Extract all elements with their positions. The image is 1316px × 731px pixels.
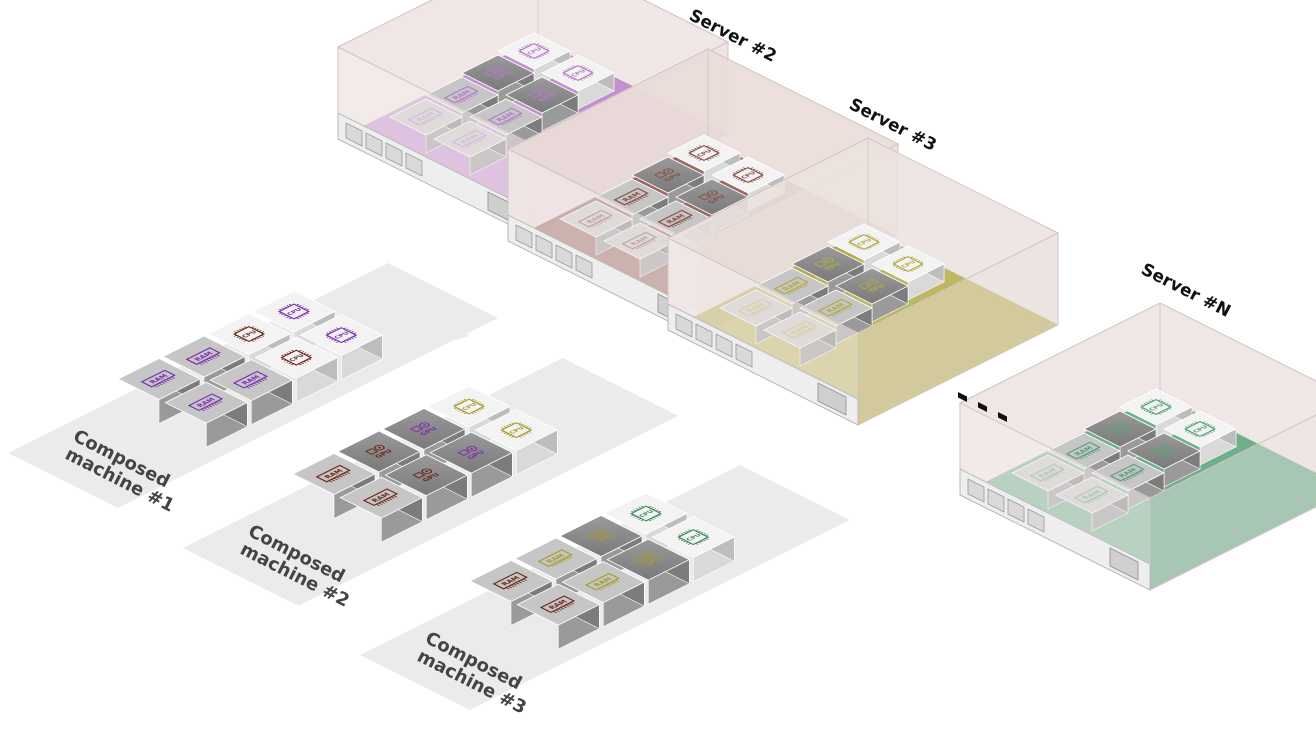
chip-label: RAM [620,191,643,202]
machine-2-ram-7: RAM [339,476,424,543]
chip-label: RAM [195,397,218,408]
chip-label: RAM [824,302,847,313]
chip-label: GPU [492,70,514,81]
chip-label: RAM [664,213,687,224]
machine-1-cpu-2: CPU [299,314,384,381]
chip-label: CPU [1192,425,1211,434]
server-1-acc-3: GPU [505,76,579,132]
chip-label: CPU [508,426,527,435]
chip-label: RAM [547,599,570,610]
chip-label: TPU [595,533,616,543]
machine-3-cpu-2: CPU [651,516,736,583]
chip-label: GPU [465,450,487,461]
server-front-panel [507,214,699,337]
server-4-cpu-1: CPU [1163,410,1237,466]
machine-1-cpu-4: CPU [254,336,339,403]
chip-label: TPU [822,261,843,271]
chip-label: RAM [592,576,615,587]
chip-label: CPU [685,533,704,542]
chip-label: RAM [780,280,803,291]
server-front-panel [667,303,859,426]
machine-3-ram-6: RAM [561,561,646,628]
chip-label: GPU [418,426,440,437]
chip-label: CPU [696,149,715,158]
machine-1-ram-7: RAM [164,381,249,448]
chip-label: CPU [570,69,589,78]
chip-label: CPU [1148,403,1167,412]
chip-label: CPU [856,238,875,247]
server-3-cpu-1: CPU [871,245,945,301]
chip-label: TPU [643,557,664,567]
chip-label: RAM [1072,445,1095,456]
chip-label: RAM [494,111,517,122]
chip-label: GPU [1114,426,1136,437]
chip-label: RAM [240,374,263,385]
chip-label: GPU [373,448,395,459]
chip-label: RAM [499,575,522,586]
chip-label: RAM [147,373,170,384]
chip-label: CPU [526,47,545,56]
machine-2-acc-4: GPU [429,431,514,498]
chip-label: CPU [333,331,352,340]
chip-label: RAM [370,492,393,503]
chip-label: GPU [1158,448,1180,459]
chip-label: RAM [544,553,567,564]
server-front-panel [959,468,1151,591]
chip-label: TPU [866,283,887,293]
chip-label: CPU [288,353,307,362]
chip-label: CPU [638,509,657,518]
chip-label: CPU [241,330,260,339]
server-4-acc-3: GPU [1127,432,1201,488]
machine-1-ram-6: RAM [209,359,294,426]
chip-label: GPU [536,92,558,103]
chip-label: CPU [900,260,919,269]
machine-2-acc-6: GPU [384,454,469,521]
machine-2-cpu-2: CPU [474,409,559,476]
chip-label: CPU [461,402,480,411]
chip-label: RAM [192,351,215,362]
server-3-acc-3: TPU [835,267,909,323]
chip-label: GPU [662,172,684,183]
chip-label: RAM [450,89,473,100]
chip-label: GPU [420,472,442,483]
machine-3-ram-7: RAM [516,583,601,650]
chip-label: RAM [1116,467,1139,478]
server-1-cpu-0: CPU [497,32,571,88]
server-3: CPUCPUTPUTPURAMRAMRAMRAMServer #3 [666,95,1060,426]
server-1-cpu-1: CPU [541,54,615,110]
chip-label: CPU [286,307,305,316]
chip-label: GPU [706,194,728,205]
chip-label: RAM [322,468,345,479]
machine-3-acc-4: TPU [606,538,691,605]
more-servers-ellipsis: ... [958,392,1007,422]
machine-1-ram-5: RAM [117,358,201,424]
chip-label: CPU [740,171,759,180]
